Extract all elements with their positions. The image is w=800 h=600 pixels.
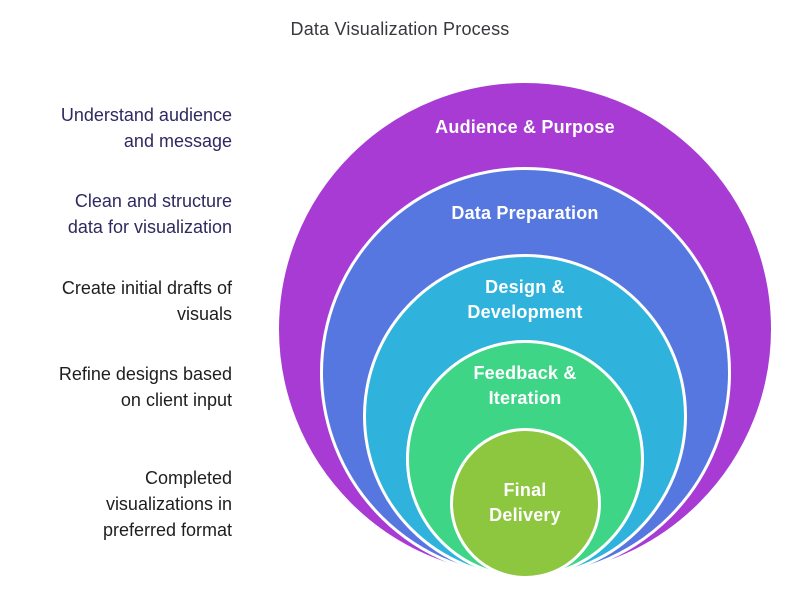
ring-label-audience-purpose: Audience & Purpose bbox=[435, 117, 615, 137]
annotation-refine-designs: Refine designs based on client input bbox=[58, 364, 232, 410]
ring-label-final-delivery: Final Delivery bbox=[489, 480, 561, 525]
ring-final-delivery bbox=[450, 428, 601, 579]
ring-label-feedback-iteration: Feedback & Iteration bbox=[473, 363, 577, 408]
annotation-initial-drafts: Create initial drafts of visuals bbox=[61, 278, 232, 324]
annotation-completed-visuals: Completed visualizations in preferred fo… bbox=[102, 468, 232, 540]
annotation-audience-message: Understand audience and message bbox=[60, 105, 232, 151]
ring-label-design-development: Design & Development bbox=[467, 277, 583, 322]
ring-label-data-preparation: Data Preparation bbox=[451, 203, 599, 223]
annotation-clean-structure: Clean and structure data for visualizati… bbox=[67, 191, 232, 237]
annotation-column: Understand audience and message Clean an… bbox=[0, 0, 232, 600]
page-title: Data Visualization Process bbox=[290, 19, 510, 39]
